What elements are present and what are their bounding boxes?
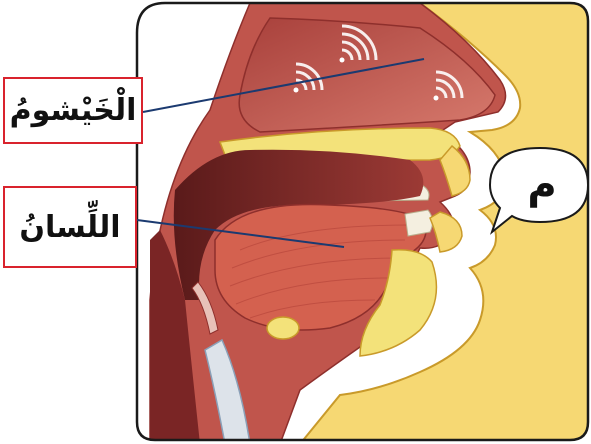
lower-teeth bbox=[405, 210, 433, 236]
hyoid-bone bbox=[267, 317, 299, 339]
illustration-panel bbox=[130, 0, 591, 444]
speech-bubble-letter: م bbox=[496, 150, 588, 220]
tongue-label-box: اللِّسانُ bbox=[3, 186, 137, 268]
tongue-label: اللِّسانُ bbox=[19, 210, 120, 245]
nasal-cavity-label-box: الْخَيْشومُ bbox=[3, 77, 143, 144]
nasal-cavity-label: الْخَيْشومُ bbox=[10, 93, 137, 128]
